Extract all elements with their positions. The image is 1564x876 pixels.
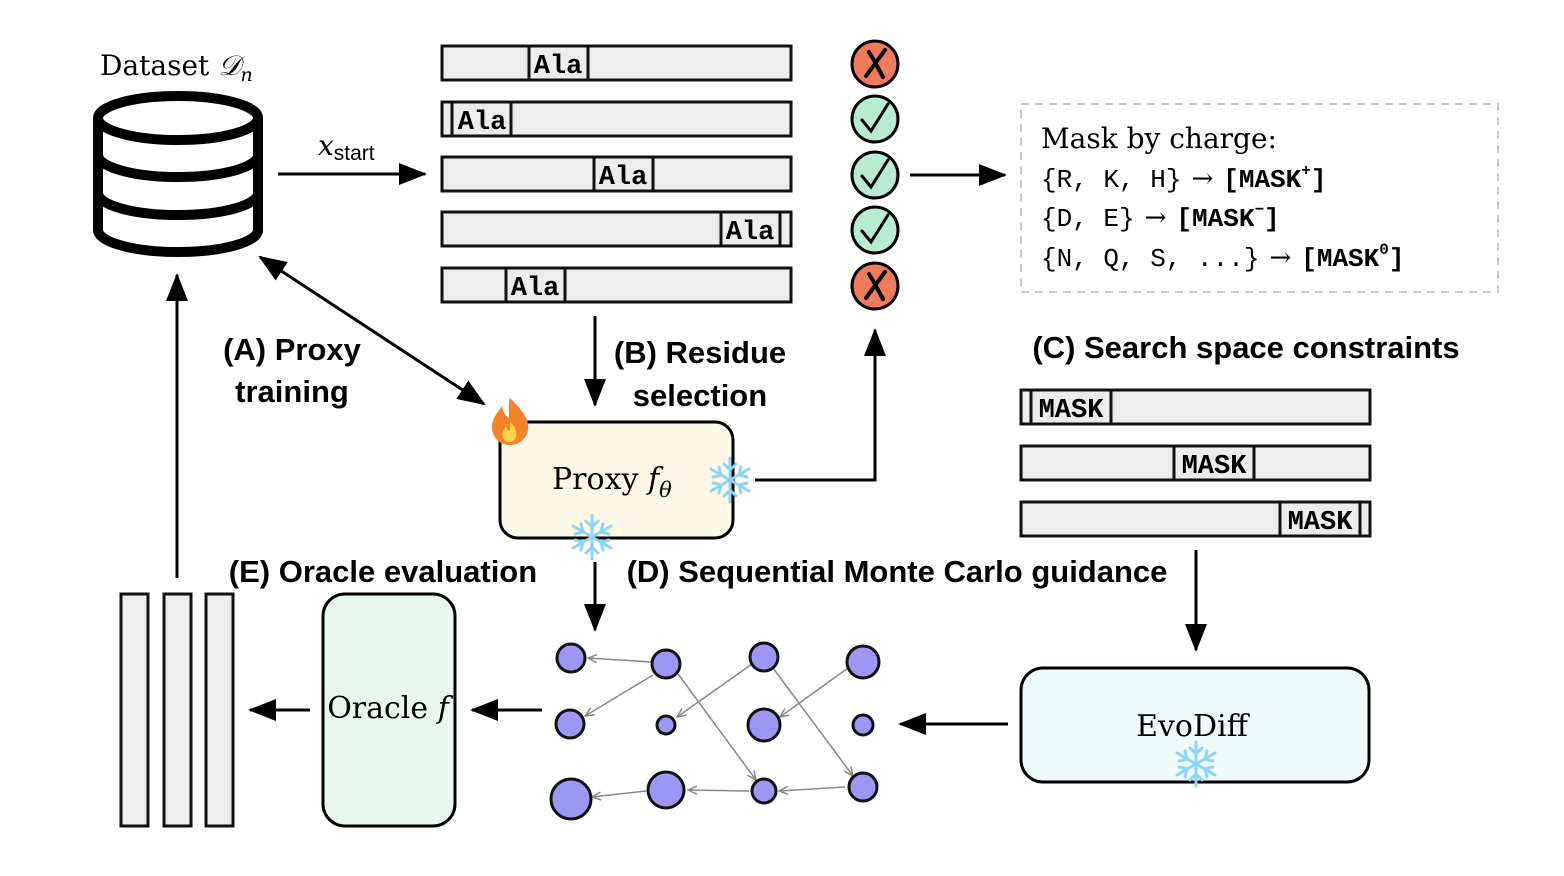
oracle-label: Oracle f (327, 691, 454, 726)
particle-node (847, 771, 879, 803)
residue-tag: Ala (458, 108, 507, 138)
sequence-row: Ala (440, 210, 793, 248)
cross-icon (850, 39, 900, 89)
particle-node (650, 648, 682, 680)
dataset-label: Dataset 𝒟n (100, 49, 253, 86)
smc-particle-graph (549, 641, 881, 821)
particle-node (845, 644, 881, 680)
label-proxy-training-2: training (235, 374, 349, 409)
label-residue-selection: (B) Residue (614, 335, 786, 370)
particle-node (851, 713, 875, 737)
check-icon (850, 150, 900, 200)
residue-tag: Ala (534, 52, 583, 82)
mask-sequence-row: MASK (1019, 388, 1372, 426)
particle-node (554, 708, 586, 740)
label-residue-selection-2: selection (633, 378, 767, 413)
mask-tag: MASK (1288, 508, 1354, 538)
oracle-box (321, 592, 457, 828)
mask-box (1020, 103, 1499, 293)
label-proxy-training: (A) Proxy (223, 332, 362, 367)
database-icon (93, 91, 263, 257)
label-search-space: (C) Search space constraints (1032, 330, 1459, 365)
check-icon (850, 205, 900, 255)
mask-rule: {R, K, H}→[MASK+] (1041, 162, 1326, 195)
cross-icon (850, 261, 900, 311)
mask-rule: {D, E}→[MASK−] (1041, 201, 1280, 234)
sequence-bar (204, 592, 235, 828)
sequence-bar (119, 592, 150, 828)
particle-node (555, 642, 587, 674)
particle-node (750, 777, 778, 805)
mask-box-title: Mask by charge: (1041, 122, 1277, 155)
particle-node (655, 714, 677, 736)
sequence-row: Ala (440, 155, 793, 193)
proxy-label: Proxy fθ (552, 462, 672, 502)
label-smc-guidance: (D) Sequential Monte Carlo guidance (627, 554, 1168, 589)
particle-node (549, 777, 593, 821)
sequence-row: Ala (440, 266, 793, 304)
particle-node (646, 770, 686, 810)
check-icon (850, 94, 900, 144)
sequence-list: Ala Ala Ala Ala Ala (440, 44, 793, 304)
evaluated-sequences (119, 592, 235, 828)
proxy-to-check-arrow (755, 328, 886, 482)
proxy-box (498, 420, 735, 540)
proxy-training-arrow (258, 255, 486, 406)
particle-node (748, 641, 780, 673)
particle-node (746, 707, 782, 743)
fire-icon (492, 398, 529, 445)
mask-tag: MASK (1182, 452, 1248, 482)
mask-sequence-list: MASK MASK MASK (1019, 388, 1372, 538)
mask-rule: {N, Q, S, ...}→[MASK0] (1041, 241, 1404, 274)
label-oracle-evaluation: (E) Oracle evaluation (229, 554, 537, 589)
mask-tag: MASK (1039, 396, 1105, 426)
residue-tag: Ala (511, 274, 560, 304)
evodiff-label: EvoDiff (1136, 709, 1251, 744)
residue-tag: Ala (599, 163, 648, 193)
x-start-label: xstart (318, 129, 375, 165)
sequence-row: Ala (440, 44, 793, 82)
mask-sequence-row: MASK (1019, 500, 1372, 538)
sequence-row: Ala (440, 100, 793, 138)
sequence-bar (162, 592, 193, 828)
residue-tag: Ala (726, 218, 775, 248)
mask-sequence-row: MASK (1019, 444, 1372, 482)
